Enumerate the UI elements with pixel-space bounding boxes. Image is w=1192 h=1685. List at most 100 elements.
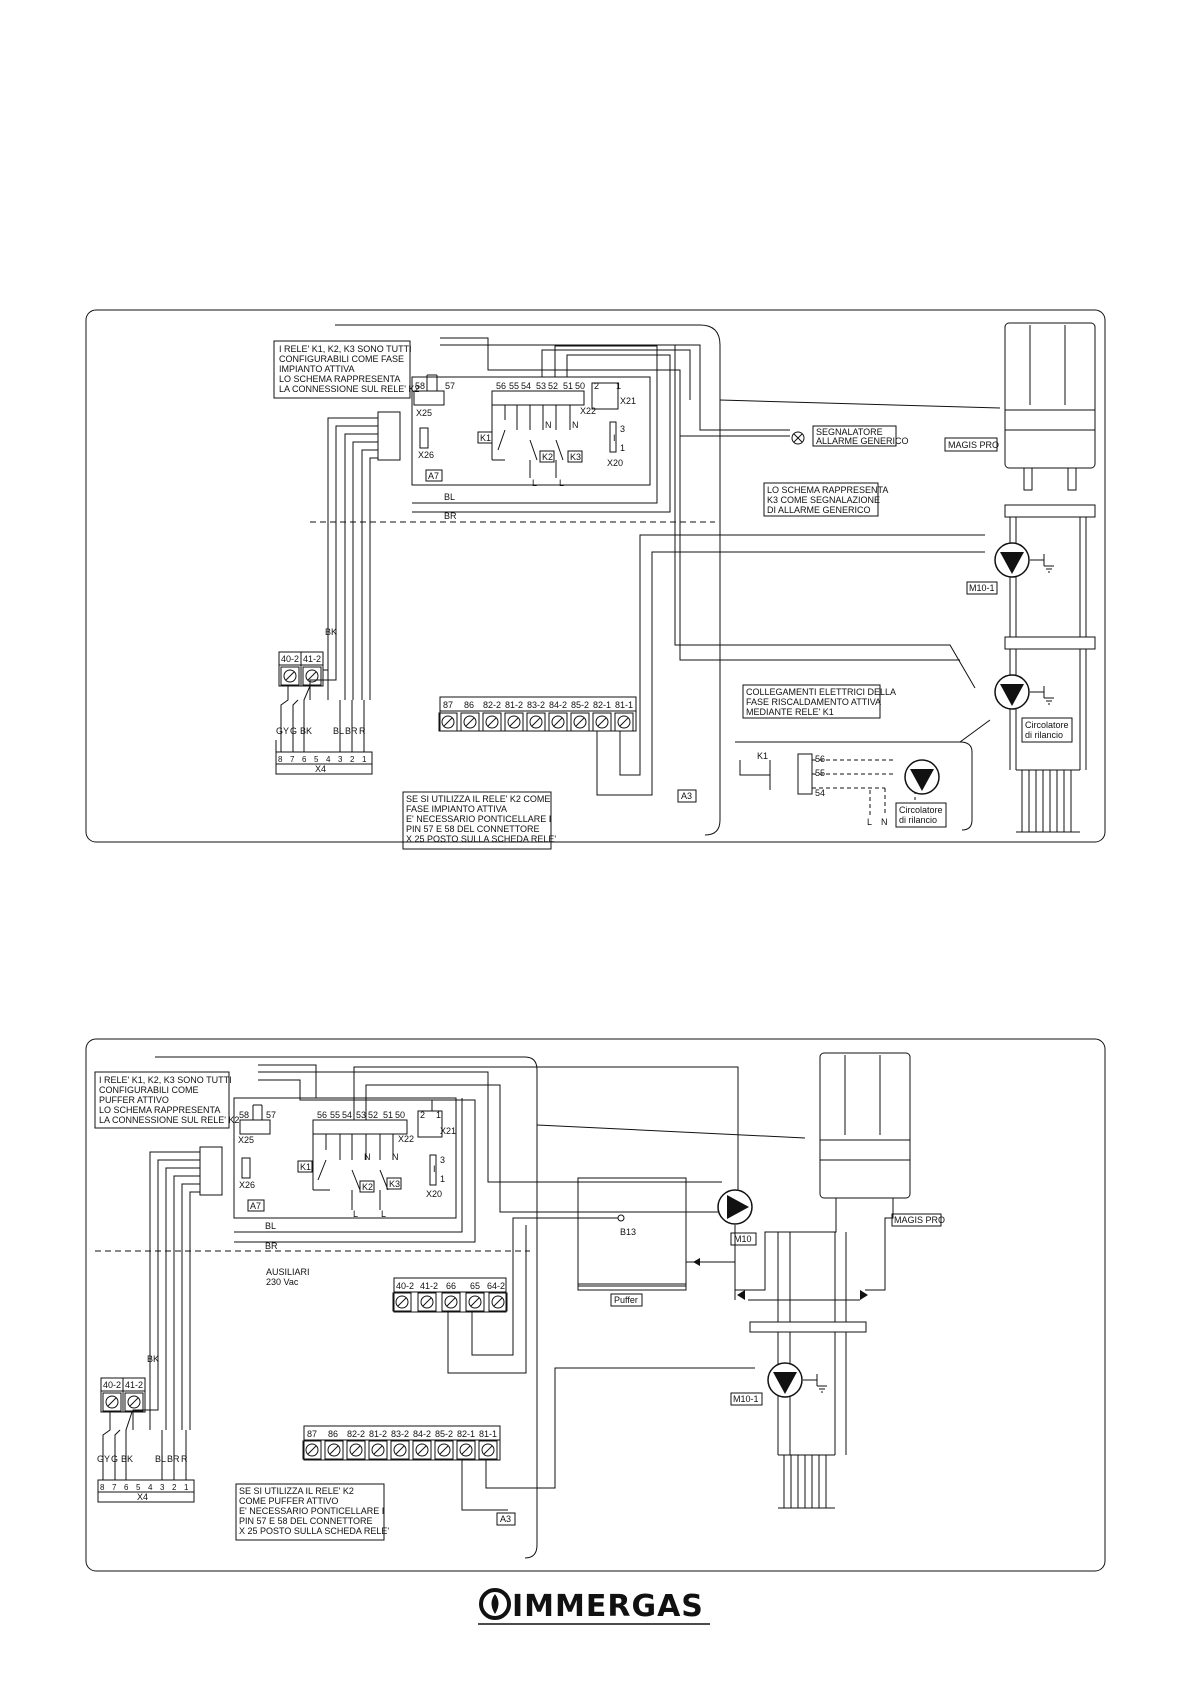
- x4-wire-label: R: [359, 726, 366, 736]
- terminal-label: 41-2: [125, 1380, 143, 1390]
- relay-label: K1: [480, 433, 491, 443]
- screw-87: [438, 712, 458, 732]
- radiator: [778, 1454, 835, 1509]
- ground-icon: [1029, 553, 1055, 573]
- note-k2-line: PIN 57 E 58 DEL CONNETTORE: [406, 824, 540, 834]
- a3-label: A3: [681, 791, 692, 801]
- sensor-label: B13: [620, 1227, 636, 1237]
- ln-label: L: [867, 817, 872, 827]
- terminal-label: 65: [470, 1281, 480, 1291]
- x4-wire-label: GY: [97, 1454, 110, 1464]
- alarm-label: ALLARME GENERICO: [816, 436, 909, 446]
- aux-label: 230 Vac: [266, 1277, 299, 1287]
- screw-83-2: [526, 712, 546, 732]
- terminal-label: 87: [443, 700, 453, 710]
- pump-label-box: [966, 581, 998, 595]
- note-relays-line: CONFIGURABILI COME FASE: [279, 354, 404, 364]
- pump-inset-icon: [904, 759, 940, 795]
- x4-pin: 4: [148, 1483, 153, 1492]
- x4-pin: 6: [302, 755, 307, 764]
- terminal-label: 82-2: [483, 700, 501, 710]
- screw-82-1: [456, 1440, 476, 1460]
- circ2-box: [895, 802, 947, 828]
- puffer-label: Puffer: [614, 1295, 638, 1305]
- logo-text: IMMERGAS: [512, 1589, 704, 1624]
- x4-wire-label: BL: [155, 1454, 166, 1464]
- logo-flame-icon: [491, 1594, 499, 1614]
- terminal-label: 83-2: [527, 700, 545, 710]
- board-label: A7: [250, 1201, 261, 1211]
- x4-pin: 7: [112, 1483, 117, 1492]
- pin-label: 52: [548, 381, 558, 391]
- note-k2-line: COME PUFFER ATTIVO: [239, 1496, 338, 1506]
- check-valve-icon: [737, 1290, 745, 1300]
- l-label: L: [353, 1209, 358, 1219]
- terminal-label: 40-2: [396, 1281, 414, 1291]
- note-k2-line: E' NECESSARIO PONTICELLARE I: [239, 1506, 384, 1516]
- screw-82-2: [346, 1440, 366, 1460]
- board-label: A7: [428, 471, 439, 481]
- pin-label: I: [613, 433, 616, 443]
- circ-box: [1021, 717, 1073, 743]
- pump-label-box: [730, 1392, 763, 1406]
- terminal-label: 81-1: [479, 1429, 497, 1439]
- terminal-label: 82-1: [593, 700, 611, 710]
- pin-label: 55: [509, 381, 519, 391]
- terminal-label: 41-2: [303, 654, 321, 664]
- note-k2-line: PIN 57 E 58 DEL CONNETTORE: [239, 1516, 373, 1526]
- puffer-label-box: [610, 1293, 643, 1307]
- x4-label: X4: [137, 1492, 148, 1502]
- pin-label: 51: [563, 381, 573, 391]
- screw-82-2: [482, 712, 502, 732]
- circ2-label: Circolatore: [899, 805, 943, 815]
- note-relays-line: PUFFER ATTIVO: [99, 1095, 169, 1105]
- x4-pin: 6: [124, 1483, 129, 1492]
- terminal-label: 41-2: [420, 1281, 438, 1291]
- wire-label-bl: BL: [444, 492, 455, 502]
- pump-rilancio-icon: [994, 674, 1030, 710]
- screw-40-2: [392, 1292, 412, 1312]
- screw-64-2: [488, 1292, 508, 1312]
- ground-icon: [802, 1373, 828, 1393]
- screw-81-2: [368, 1440, 388, 1460]
- sensor-b13-icon: [617, 1214, 625, 1222]
- terminal-label: 40-2: [103, 1380, 121, 1390]
- screw-87: [302, 1440, 322, 1460]
- n-label: N: [392, 1152, 399, 1162]
- pump-label: M10-1: [969, 583, 995, 593]
- l-label: L: [381, 1209, 386, 1219]
- wire-label-bk: BK: [325, 627, 337, 637]
- pump-label: M10: [734, 1234, 752, 1244]
- n-label: N: [545, 420, 552, 430]
- pin-label: 57: [266, 1110, 276, 1120]
- note-relays-line: LA CONNESSIONE SUL RELE' K2: [279, 384, 419, 394]
- screw-40-2: [102, 1392, 122, 1412]
- pin-label: 1: [620, 443, 625, 453]
- diagram-fase-impianto: [85, 309, 1106, 843]
- relay-k2-box: [359, 1180, 375, 1193]
- pin-label: I: [433, 1164, 436, 1174]
- note-k2-line: SE SI UTILIZZA IL RELE' K2 COME: [406, 794, 550, 804]
- note-relays-line: LO SCHEMA RAPPRESENTA: [279, 374, 400, 384]
- note-k1-line: MEDIANTE RELE' K1: [746, 707, 834, 717]
- diagram-2-frame: [85, 1038, 1106, 1572]
- x4-pin: 1: [184, 1483, 189, 1492]
- screw-84-2: [412, 1440, 432, 1460]
- relay-label: K2: [542, 452, 553, 462]
- terminal-label: 82-1: [457, 1429, 475, 1439]
- terminal-label: 81-2: [369, 1429, 387, 1439]
- pump-m10-1-icon: [767, 1362, 803, 1398]
- note-relays-line: LA CONNESSIONE SUL RELE' K2: [99, 1115, 239, 1125]
- a3-label: A3: [500, 1514, 511, 1524]
- x4-pin: 7: [290, 755, 295, 764]
- x4-wire-label: BK: [121, 1454, 133, 1464]
- note-relays-line: I RELE' K1, K2, K3 SONO TUTTI: [99, 1075, 232, 1085]
- relay-label: K3: [389, 1179, 400, 1189]
- relay-label: K2: [362, 1182, 373, 1192]
- check-valve-icon: [860, 1290, 868, 1300]
- x4-pin: 4: [326, 755, 331, 764]
- pin-label: 2: [594, 381, 599, 391]
- wire-label-bk: BK: [147, 1354, 159, 1364]
- screw-81-1: [478, 1440, 498, 1460]
- note-k3-line: LO SCHEMA RAPPRESENTA: [767, 485, 888, 495]
